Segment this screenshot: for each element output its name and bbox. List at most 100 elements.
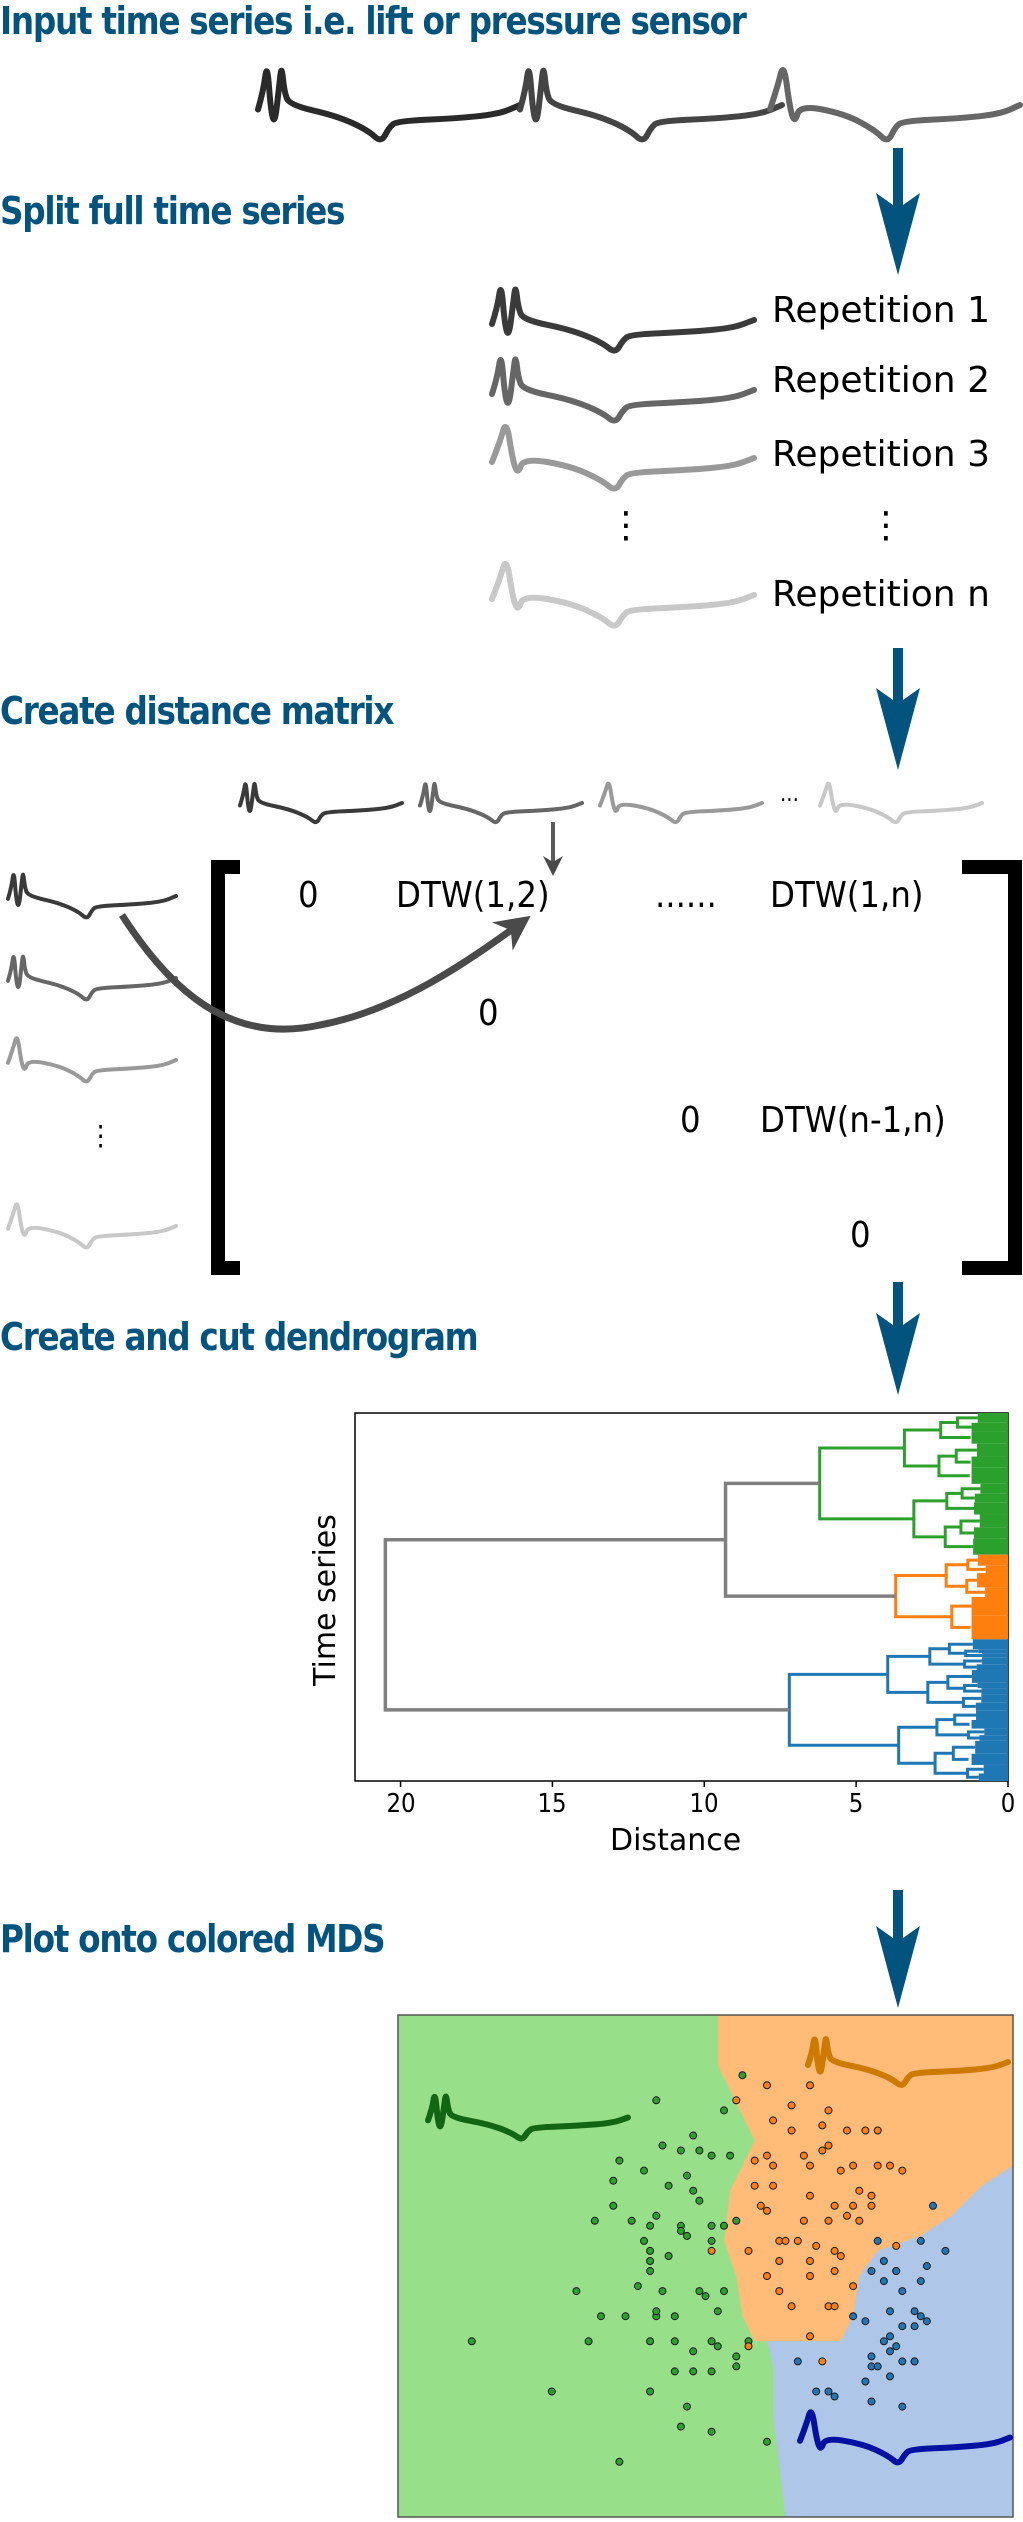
mds-point-blue (830, 2392, 839, 2401)
dendro-leaf-block (974, 1502, 1008, 1515)
curved-arrow-icon (119, 913, 531, 1033)
dendro-leaf-block (979, 1735, 1008, 1741)
mds-point-blue (941, 2246, 950, 2255)
dendro-leaf-block (985, 1587, 1008, 1597)
mds-point-orange (849, 2282, 858, 2291)
mds-point-orange (830, 2302, 839, 2311)
mds-point-green (646, 2246, 655, 2255)
mds-point-green (732, 2216, 741, 2225)
mds-point-blue (886, 2372, 894, 2381)
mds-point-orange (750, 2181, 759, 2190)
dendro-link (944, 1563, 968, 1588)
mds-signal-green (425, 2093, 631, 2142)
mds-point-green (707, 2236, 716, 2245)
mds-point-orange (781, 2236, 790, 2245)
repetition-label-3: Repetition 3 (772, 434, 990, 475)
heading-input-time-series: Input time series i.e. lift or pressure … (0, 0, 747, 43)
mds-point-blue (793, 2357, 802, 2366)
dendro-link (964, 1649, 983, 1657)
mds-point-blue (879, 2257, 888, 2265)
mds-point-orange (787, 2126, 796, 2135)
mds-point-green (664, 2181, 673, 2190)
mds-signal-orange (805, 2036, 1011, 2088)
mds-point-green (707, 2221, 716, 2230)
mds-point-blue (812, 2387, 821, 2396)
mds-point-blue (886, 2307, 894, 2316)
mds-point-orange (886, 2161, 894, 2170)
mds-point-green (713, 2307, 722, 2316)
mds-point-green (670, 2337, 679, 2346)
dendro-leaf-block (977, 1413, 1008, 1423)
matrix-cell-2-2: 0 (478, 993, 499, 1034)
mds-point-orange (763, 2272, 771, 2280)
mds-point-green (676, 2146, 685, 2155)
mds-point-orange (799, 2151, 808, 2160)
repetition-label-1: Repetition 1 (772, 290, 990, 331)
mds-point-blue (916, 2236, 925, 2245)
mds-point-blue (910, 2322, 919, 2331)
mds-point-orange (769, 2116, 778, 2125)
flow-arrow-down-icon-3 (876, 1282, 920, 1395)
mds-point-green (720, 2106, 728, 2115)
mds-point-orange (824, 2106, 833, 2115)
mds-point-green (658, 2141, 667, 2150)
repetition-signal-2 (489, 356, 757, 424)
mds-point-green (658, 2287, 667, 2296)
dendro-xtick-15: 15 (537, 1789, 567, 1819)
mds-point-green (707, 2337, 716, 2346)
mds-point-orange (818, 2357, 827, 2366)
mds-series-green (467, 2071, 771, 2466)
dendro-xtick-20: 20 (385, 1789, 416, 1819)
mds-point-orange (787, 2302, 796, 2311)
dendro-cluster-green (818, 1413, 1008, 1555)
mds-point-green (713, 2342, 722, 2351)
repetition-signal-4 (489, 560, 757, 629)
matrix-row-signal-4 (6, 1202, 178, 1250)
mds-point-green (652, 2096, 661, 2105)
dendro-leaf-block (977, 1554, 1008, 1566)
dendro-leaf-block (971, 1670, 1008, 1683)
mds-point-blue (898, 2402, 907, 2411)
mds-point-green (467, 2337, 476, 2346)
dendro-link (950, 1604, 972, 1629)
mds-point-blue (929, 2201, 937, 2210)
repetition-signal-3 (489, 423, 757, 492)
mds-point-green (646, 2257, 655, 2265)
dendro-ylabel: Time series (308, 1514, 343, 1686)
mds-point-green (707, 2427, 716, 2436)
mds-point-orange (812, 2241, 821, 2250)
mds-point-blue (873, 2236, 882, 2245)
mds-point-blue (873, 2362, 882, 2371)
dendro-link-gray-1 (723, 1481, 896, 1598)
mds-point-blue (910, 2307, 919, 2316)
mds-point-green (640, 2166, 648, 2175)
matrix-col-signal-4 (818, 781, 984, 825)
dendro-leaf-block (982, 1653, 1008, 1658)
mds-point-orange (763, 2151, 771, 2160)
dendro-leaf-block (981, 1688, 1008, 1695)
mds-point-orange (806, 2332, 814, 2341)
matrix-cell-n1-n1: 0 (680, 1100, 701, 1141)
mds-point-green (590, 2216, 599, 2225)
mds-point-blue (824, 2387, 833, 2396)
mds-point-orange (756, 2201, 765, 2210)
mds-point-blue (910, 2357, 919, 2366)
mds-point-blue (867, 2397, 876, 2406)
dendro-link (953, 1713, 977, 1726)
dendro-leaf-block (976, 1443, 1008, 1457)
mds-point-green (664, 2252, 673, 2260)
mds-point-orange (806, 2161, 814, 2170)
mds-point-green (695, 2287, 704, 2296)
mds-axes (397, 2014, 1014, 2518)
matrix-cell-n1-n: DTW(n-1,n) (760, 1100, 946, 1141)
heading-mds: Plot onto colored MDS (0, 1917, 386, 1961)
mds-point-blue (867, 2352, 876, 2361)
mds-point-green (689, 2186, 698, 2195)
mds-point-green (670, 2367, 679, 2376)
mds-point-orange (830, 2246, 839, 2255)
mds-point-orange (793, 2236, 802, 2245)
mds-point-orange (799, 2216, 808, 2225)
mds-point-orange (836, 2166, 845, 2175)
mds-point-blue (861, 2317, 870, 2326)
